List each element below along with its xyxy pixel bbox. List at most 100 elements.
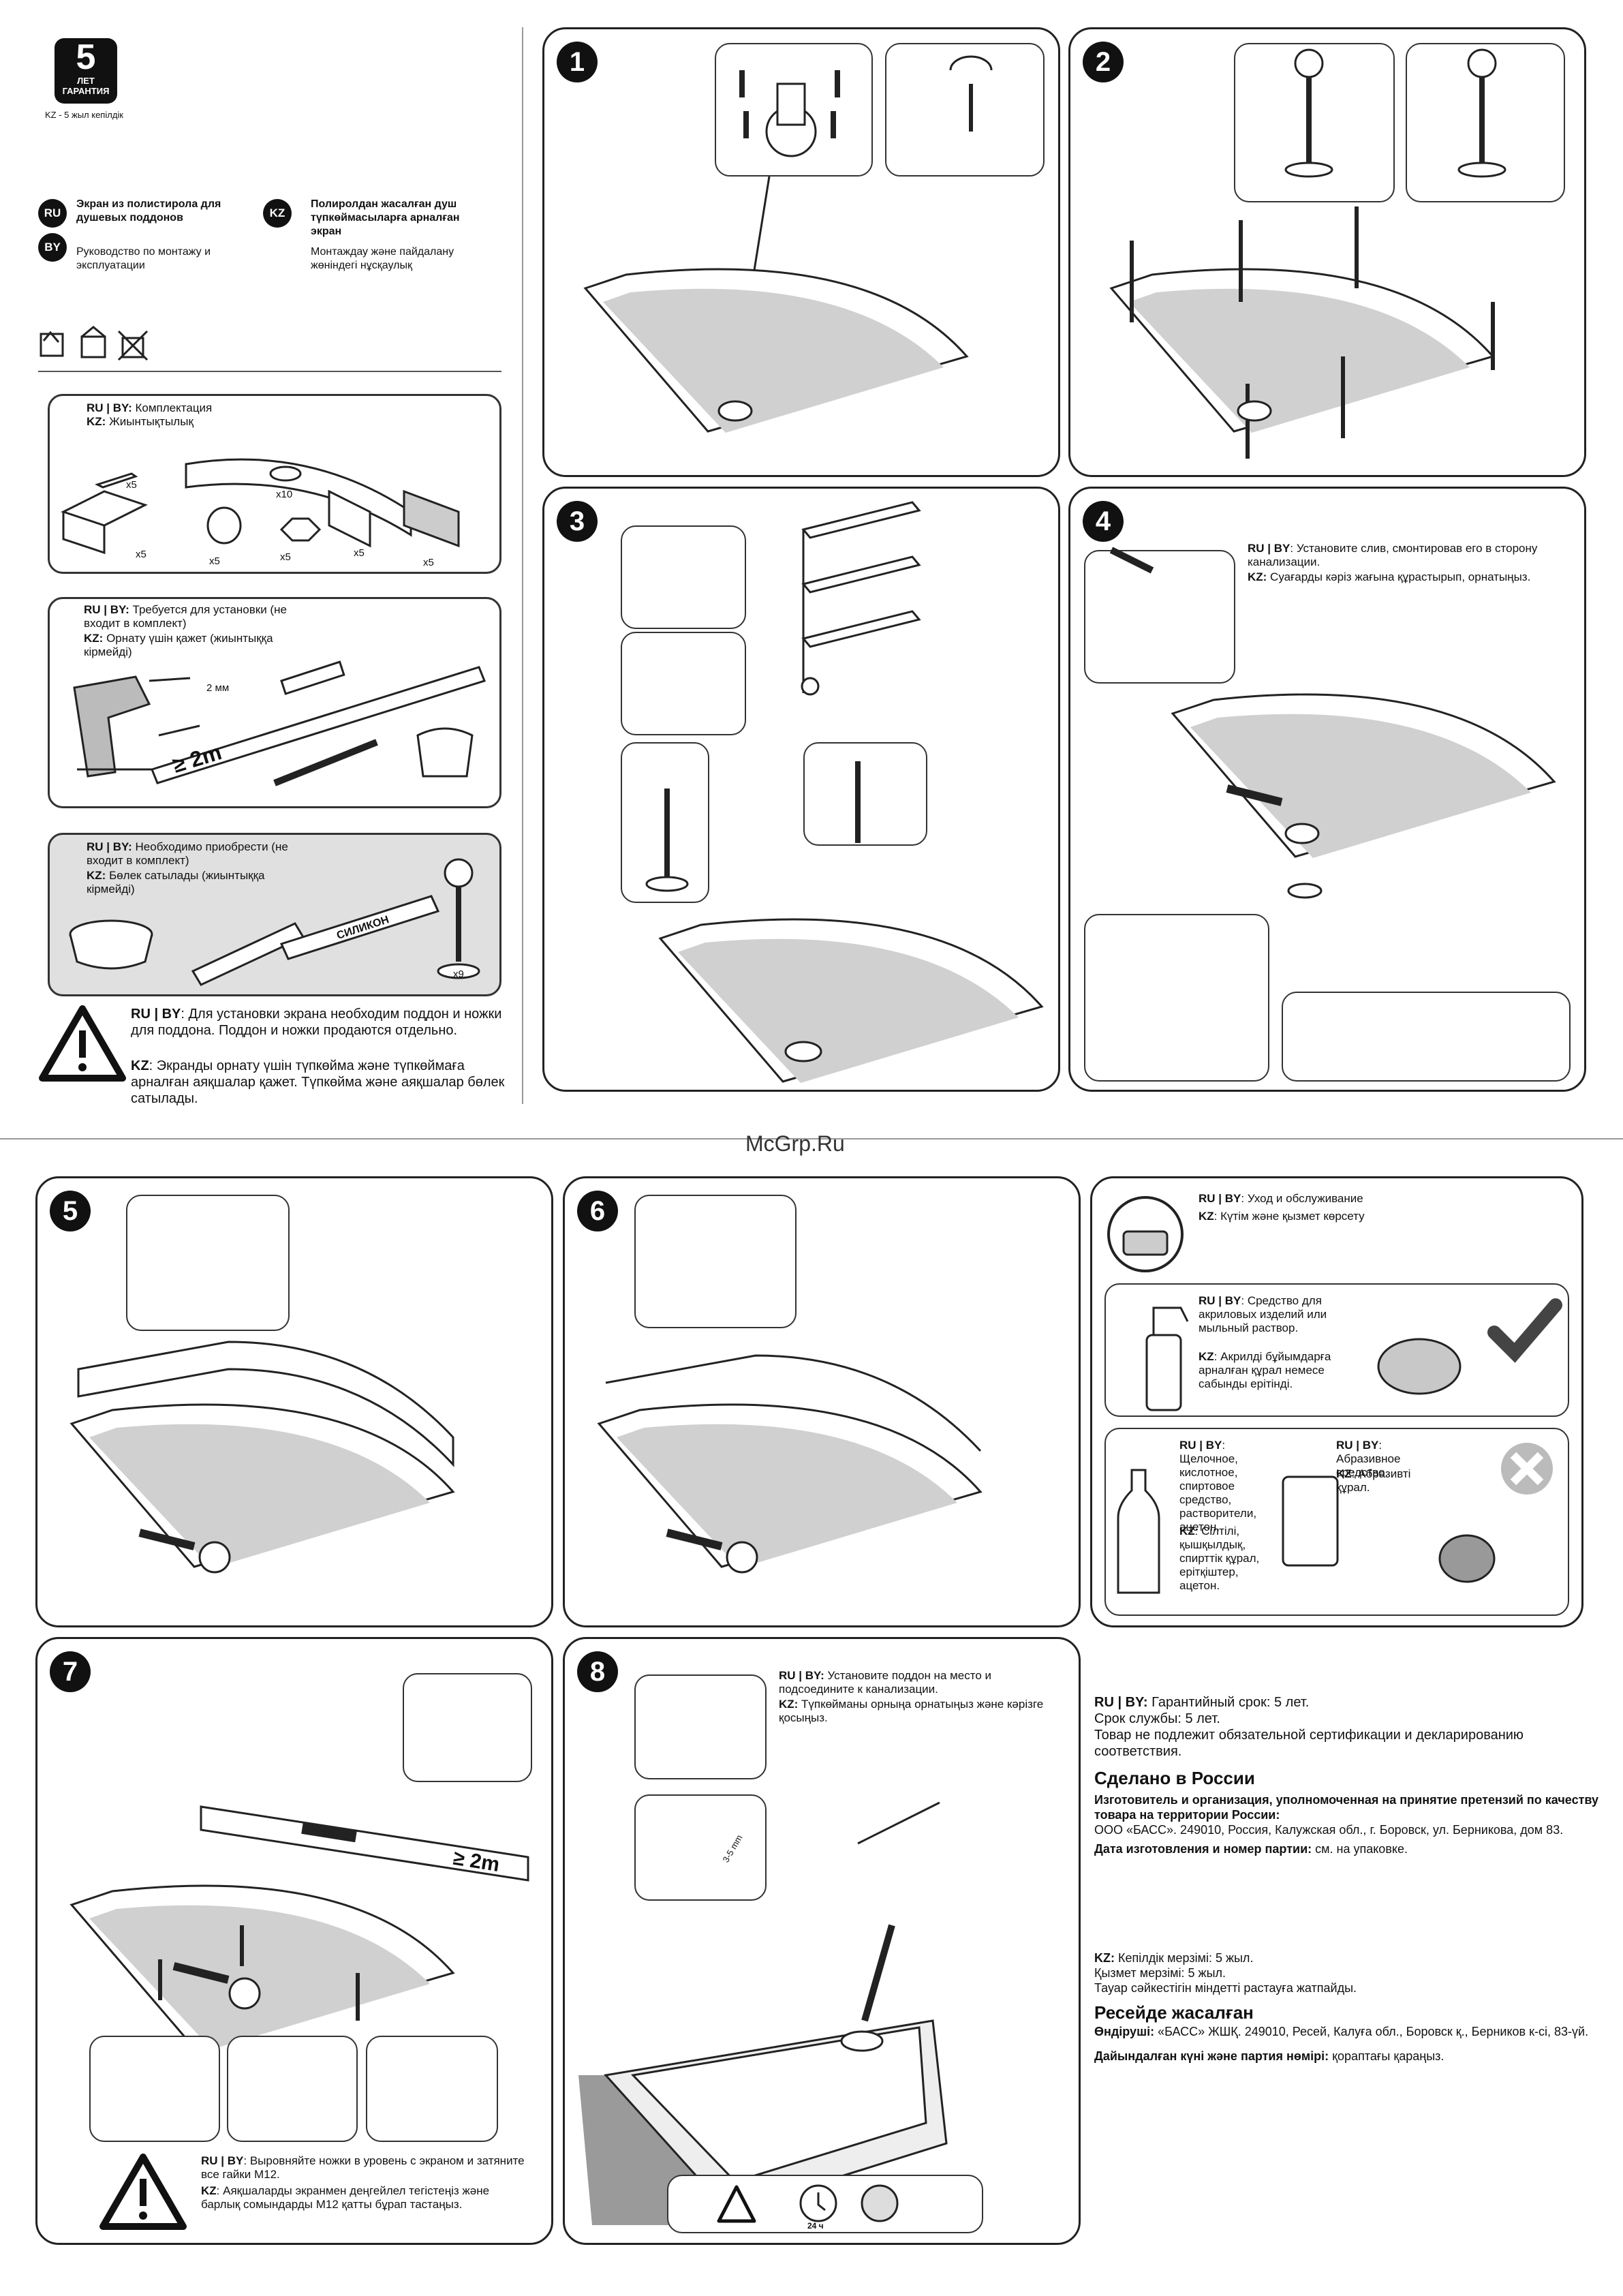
care-bad1-ru: RU | BY: Щелочное, кислотное, спиртовое …: [1179, 1439, 1268, 1534]
step-4-drawing: [1109, 547, 1556, 899]
step-4-kz: KZ: Суағарды кәріз жағына құрастырып, ор…: [1248, 570, 1568, 584]
warranty-line2: ГАРАНТИЯ: [62, 86, 110, 96]
step-4-ru: RU | BY: Установите слив, смонтировав ег…: [1248, 542, 1568, 569]
step-4-kz-label: KZ:: [1248, 570, 1267, 583]
step-8-curing-hint: 24 ч: [667, 2175, 983, 2233]
step-6-detail: [634, 1195, 797, 1328]
step-6-number: 6: [577, 1191, 618, 1231]
step-8-ru-text: Установите поддон на место и подсоединит…: [779, 1669, 992, 1696]
kit-qty-bracket: x5: [136, 549, 146, 560]
footer-kz-date-label: Дайындалған күні және партия нөмірі:: [1094, 2049, 1329, 2063]
step-1-panel: 1: [542, 27, 1060, 477]
kit-kz-label: KZ:: [87, 415, 106, 428]
footer-ru-maker-label: Изготовитель и организация, уполномоченн…: [1094, 1793, 1599, 1822]
kit-kz-text: Жиынтықтылық: [109, 415, 194, 428]
warning-ru-label: RU | BY: [131, 1007, 181, 1022]
footer-ru-cert: Товар не подлежит обязательной сертифика…: [1094, 1728, 1524, 1759]
kit-qty-nut: x5: [280, 551, 291, 563]
footer-ru-date: см. на упаковке.: [1312, 1842, 1408, 1856]
care-good-ru-text: : Средство для акриловых изделий или мыл…: [1199, 1294, 1327, 1334]
kit-qty-plate: x5: [423, 557, 434, 568]
care-ru: RU | BY: Уход и обслуживание: [1199, 1192, 1363, 1206]
step-5-panel: 5: [35, 1176, 553, 1627]
step-4-detail-water-test: [1084, 914, 1269, 1082]
step-7-wrong-legs: [89, 2036, 220, 2142]
ru-subtitle: Руководство по монтажу и эксплуатации: [76, 246, 211, 271]
divider: [38, 371, 501, 372]
tools-ru-label: RU | BY:: [84, 603, 129, 616]
abrasive-pad-icon: [1438, 1534, 1496, 1583]
tools-ru-text: Требуется для установки (не входит в ком…: [84, 603, 287, 630]
sponge-icon: [1377, 1338, 1462, 1395]
kit-qty-washer: x10: [276, 489, 293, 500]
step-5-drawing: [69, 1341, 455, 1574]
kz-title: Полиролдан жасалған душ түпкөймасыларға …: [311, 198, 460, 237]
spray-bottle-icon: [1145, 1306, 1189, 1411]
warning-ru-text: : Для установки экрана необходим поддон …: [131, 1007, 502, 1038]
care-good-ru: RU | BY: Средство для акриловых изделий …: [1199, 1294, 1335, 1335]
kit-ru-label: RU | BY:: [87, 401, 132, 414]
warranty-kz-caption: KZ - 5 жыл кепілдік: [45, 110, 123, 120]
kit-qty-screw: x5: [126, 479, 137, 491]
footer-kz-date-line: Дайындалған күні және партия нөмірі: қор…: [1094, 2049, 1612, 2064]
care-bad2-kz: KZ: Абразивті құрал.: [1336, 1467, 1438, 1495]
legs-qty: x9: [453, 968, 464, 980]
step-7-warning-icon: [99, 2154, 187, 2230]
step-8-kz-text: Түпкөйманы орныңа орнатыңыз және кәрізге…: [779, 1698, 1044, 1724]
footer-ru-date-label: Дата изготовления и номер партии:: [1094, 1842, 1312, 1856]
step-4-ru-text: : Установите слив, смонтировав его в сто…: [1248, 542, 1538, 568]
care-bad1-ru-label: RU | BY: [1179, 1439, 1222, 1452]
care-bad2-kz-text: : Абразивті құрал.: [1336, 1467, 1411, 1494]
step-8-curing-icons: [717, 2184, 899, 2223]
step-2-drawing: [1109, 48, 1506, 459]
step-7-detail-level: [403, 1673, 532, 1782]
footer-ru-service: Срок службы: 5 лет.: [1094, 1711, 1220, 1726]
care-bad1-ru-text: : Щелочное, кислотное, спиртовое средств…: [1179, 1439, 1257, 1533]
step-6-drawing: [597, 1354, 983, 1574]
footer-ru-maker: ООО «БАСС». 249010, Россия, Калужская об…: [1094, 1823, 1564, 1837]
watermark: McGrp.Ru: [745, 1131, 845, 1156]
kz-subtitle: Монтаждау және пайдалану жөніндегі нұсқа…: [311, 246, 454, 271]
step-5-detail: [126, 1195, 290, 1331]
step-7-kz-label: KZ: [201, 2184, 217, 2197]
care-good-kz: KZ: Акрилді бұйымдарға арналған құрал не…: [1199, 1350, 1348, 1391]
warranty-badge: 5 ЛЕТ ГАРАНТИЯ: [55, 38, 117, 104]
buy-ru-label: RU | BY:: [87, 840, 132, 853]
step-4-kz-text: Суағарды кәріз жағына құрастырып, орнаты…: [1267, 570, 1531, 583]
care-ru-text: : Уход и обслуживание: [1241, 1192, 1363, 1205]
tools-panel: RU | BY: Требуется для установки (не вхо…: [48, 597, 501, 808]
care-bad2-ru: RU | BY: Абразивное средство.: [1336, 1439, 1438, 1480]
kit-panel: RU | BY: Комплектация KZ: Жиынтықтылық x…: [48, 394, 501, 574]
warning-kz: KZ: Экранды орнату үшін түпкөйма және тү…: [131, 1058, 512, 1107]
care-icon: [1107, 1196, 1184, 1272]
step-8-detail-drain: [634, 1674, 767, 1779]
step-3-detail-bracket-b: [803, 742, 927, 846]
footer-ru-warranty-label: RU | BY:: [1094, 1695, 1148, 1710]
buy-items-drawing: [69, 858, 480, 986]
step-5-number: 5: [50, 1191, 91, 1231]
step-4-detail-drain: [1084, 550, 1235, 684]
page-split-line: [0, 1138, 1623, 1139]
chemical-bottle-icon: [1117, 1469, 1160, 1594]
step-4-number: 4: [1083, 501, 1124, 542]
footer-ru-date-line: Дата изготовления и номер партии: см. на…: [1094, 1841, 1612, 1856]
kit-kz-line: KZ: Жиынтықтылық: [87, 415, 194, 429]
step-7-tighten-nut: [366, 2036, 498, 2142]
step-8-time-label: 24 ч: [807, 2221, 824, 2231]
footer-kz-maker-label: Өндіруші:: [1094, 2025, 1155, 2038]
step-8-kz-label: KZ:: [779, 1698, 799, 1711]
footer-ru-warranty-line: RU | BY: Гарантийный срок: 5 лет.: [1094, 1694, 1612, 1711]
footer-ru: RU | BY: Гарантийный срок: 5 лет. Срок с…: [1094, 1694, 1612, 1856]
drill-bit-label: 2 мм: [206, 682, 230, 694]
step-8-panel: 8 RU | BY: Установите поддон на место и …: [563, 1637, 1081, 2245]
care-kz-label: KZ: [1199, 1210, 1214, 1223]
care-ru-label: RU | BY: [1199, 1192, 1241, 1205]
care-good-ru-label: RU | BY: [1199, 1294, 1241, 1307]
column-separator: [522, 27, 523, 1104]
step-7-drawing: [69, 1805, 529, 2049]
step-8-kz: KZ: Түпкөйманы орныңа орнатыңыз және кәр…: [779, 1698, 1065, 1725]
care-bad2-kz-label: KZ: [1336, 1467, 1352, 1480]
lang-badge-by: BY: [38, 233, 67, 262]
step-8-number: 8: [577, 1651, 618, 1692]
step-7-number: 7: [50, 1651, 91, 1692]
